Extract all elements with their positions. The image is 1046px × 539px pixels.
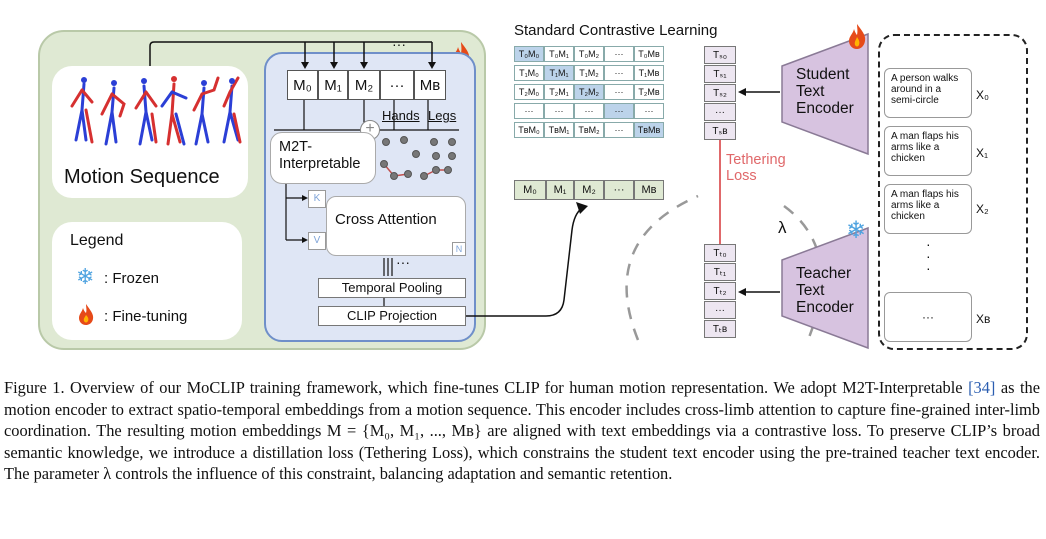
flame-icon xyxy=(76,302,96,326)
matrix-cell: T₀M₂ xyxy=(574,46,604,62)
text-card: ··· xyxy=(884,292,972,342)
temporal-pooling-label: Temporal Pooling xyxy=(341,280,443,295)
matrix-cell: T₂Mʙ xyxy=(634,84,664,100)
cross-attention-label: Cross Attention xyxy=(335,211,437,228)
legend-frozen-label: : Frozen xyxy=(104,270,160,287)
similarity-matrix: T₀M₀ T₀M₁ T₀M₂ ··· T₀Mʙ T₁M₀ T₁M₁ T₁M₂ ·… xyxy=(514,46,664,142)
motion-token: Mʙ xyxy=(414,70,446,100)
embedding-token: M₀ xyxy=(514,180,546,200)
matrix-cell: T₀M₁ xyxy=(544,46,574,62)
hands-label: Hands xyxy=(382,108,420,123)
matrix-cell: ··· xyxy=(544,103,574,119)
matrix-cell: T₁M₁ xyxy=(544,65,574,81)
matrix-cell: T₂M₂ xyxy=(574,84,604,100)
input-arrows xyxy=(149,41,436,69)
legend-box: Legend ❄ : Frozen : Fine-tuning xyxy=(52,222,242,340)
top-dots: ··· xyxy=(392,36,406,52)
matrix-cell: ··· xyxy=(604,103,634,119)
matrix-cell: T₂M₀ xyxy=(514,84,544,100)
matrix-cell: T₂M₁ xyxy=(544,84,574,100)
encoder-arrows xyxy=(738,88,780,296)
text-card: A man flaps his arms like a chicken xyxy=(884,126,972,176)
contrastive-title: Standard Contrastive Learning xyxy=(514,22,718,39)
student-token: ··· xyxy=(704,103,736,121)
motion-sequence-label: Motion Sequence xyxy=(64,166,220,188)
matrix-cell: TʙM₁ xyxy=(544,122,574,138)
text-card: A man flaps his arms like a chicken xyxy=(884,184,972,234)
teacher-token: Tₜ₀ xyxy=(704,244,736,262)
flame-icon xyxy=(846,22,868,50)
text-card: A person walks around in a semi-circle xyxy=(884,68,972,118)
student-token: Tₛʙ xyxy=(704,122,736,140)
motion-sequence-box: Motion Sequence xyxy=(52,66,248,198)
clip-projection-label: CLIP Projection xyxy=(346,308,438,323)
student-encoder-label: Student Text Encoder xyxy=(796,66,854,117)
cross-attention-box: Cross Attention N xyxy=(326,196,466,256)
matrix-cell: T₀M₀ xyxy=(514,46,544,62)
clip-projection-box: CLIP Projection xyxy=(318,306,466,326)
lambda-label: λ xyxy=(778,218,787,237)
matrix-cell: TʙM₂ xyxy=(574,122,604,138)
m2t-interpretable-label: M2T- Interpretable xyxy=(279,139,361,172)
projection-arrow xyxy=(466,202,588,317)
teacher-encoder-shape xyxy=(781,226,869,350)
matrix-cell: ··· xyxy=(634,103,664,119)
snowflake-icon: ❄ xyxy=(846,217,867,244)
student-token: Tₛ₂ xyxy=(704,84,736,102)
matrix-cell: TʙMʙ xyxy=(634,122,664,138)
text-label: X₁ xyxy=(976,146,989,160)
mid-dots: ··· xyxy=(396,254,410,270)
motion-token: M₂ xyxy=(348,70,380,100)
stick-figures-image xyxy=(70,76,242,146)
n-box: N xyxy=(452,242,466,256)
snowflake-icon: ❄ xyxy=(76,264,95,289)
student-token: Tₛ₀ xyxy=(704,46,736,64)
figure-caption: Figure 1. Overview of our MoCLIP trainin… xyxy=(4,377,1040,485)
vertical-dots: · · · xyxy=(926,236,931,276)
matrix-cell: T₁Mʙ xyxy=(634,65,664,81)
k-box: K xyxy=(308,190,326,208)
matrix-cell: T₁M₂ xyxy=(574,65,604,81)
legend-finetune-label: : Fine-tuning xyxy=(104,308,188,325)
motion-token: M₁ xyxy=(318,70,348,100)
embedding-token: ··· xyxy=(604,180,634,200)
text-label: X₀ xyxy=(976,88,989,102)
matrix-cell: TʙM₀ xyxy=(514,122,544,138)
matrix-cell: ··· xyxy=(604,84,634,100)
tethering-line xyxy=(719,140,721,244)
caption-reference-link[interactable]: [34] xyxy=(968,378,996,397)
joint-graph xyxy=(380,136,456,180)
matrix-cell: T₀Mʙ xyxy=(634,46,664,62)
matrix-cell: ··· xyxy=(604,65,634,81)
motion-token: ··· xyxy=(380,70,414,100)
matrix-cell: T₁M₀ xyxy=(514,65,544,81)
legend-title: Legend xyxy=(70,232,124,249)
caption-text: as the motion encoder to extract spatio-… xyxy=(4,378,1041,483)
student-token: Tₛ₁ xyxy=(704,65,736,83)
tethering-loss-label: Tethering Loss xyxy=(726,152,786,184)
legs-label: Legs xyxy=(428,108,457,123)
teacher-encoder-label: Teacher Text Encoder xyxy=(796,265,854,316)
temporal-pooling-box: Temporal Pooling xyxy=(318,278,466,298)
teacher-token: Tₜ₁ xyxy=(704,263,736,281)
student-encoder-shape xyxy=(781,32,869,156)
text-label: X₂ xyxy=(976,202,989,216)
motion-embedding-row: M₀ M₁ M₂ ··· Mʙ xyxy=(514,180,664,200)
caption-text: Figure 1. Overview of our MoCLIP trainin… xyxy=(4,378,969,397)
matrix-cell: ··· xyxy=(514,103,544,119)
embedding-token: M₁ xyxy=(546,180,574,200)
text-label: Xʙ xyxy=(976,312,991,326)
matrix-cell: ··· xyxy=(604,122,634,138)
motion-token: M₀ xyxy=(287,70,318,100)
teacher-token: Tₜ₂ xyxy=(704,282,736,300)
embedding-token: Mʙ xyxy=(634,180,664,200)
teacher-token: Tₜʙ xyxy=(704,320,736,338)
v-box: V xyxy=(308,232,326,250)
matrix-cell: ··· xyxy=(604,46,634,62)
teacher-token: ··· xyxy=(704,301,736,319)
m2t-interpretable-box: M2T- Interpretable xyxy=(270,132,376,184)
embedding-token: M₂ xyxy=(574,180,604,200)
matrix-cell: ··· xyxy=(574,103,604,119)
